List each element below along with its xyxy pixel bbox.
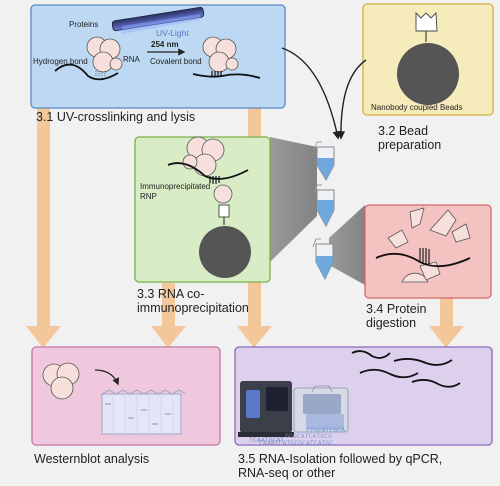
box-protein-digestion — [364, 204, 492, 299]
ip-rnp-annotation-line1: Immunoprecipitated — [140, 182, 211, 191]
proteins-annotation: Proteins — [69, 20, 99, 29]
tube-2 — [313, 184, 335, 228]
svg-text:GGGCATCATGCG: GGGCATCATGCG — [285, 432, 332, 440]
sequencing-machine — [238, 381, 294, 437]
digested-protein-fragments — [375, 207, 471, 283]
step-3-2-label-line1: 3.2 Bead — [378, 124, 429, 138]
step-3-3-label-line2: immunoprecipitation — [137, 301, 249, 315]
westernblot-illustration — [42, 362, 187, 435]
tube-3 — [312, 238, 334, 281]
ip-rnp-annotation-line2: RNP — [140, 192, 157, 201]
uv-light-annotation: UV-Light — [156, 28, 189, 38]
rnp-complex-before — [54, 36, 123, 81]
uv-lamp — [111, 6, 205, 34]
immunoprecipitated-rnp — [167, 136, 251, 278]
sequence-text-art: TCAATGCAT CAAATCATGCGCATCATGC GGGCATCATG… — [249, 426, 345, 447]
tube-1 — [313, 141, 335, 182]
wavelength-annotation: 254 nm — [151, 40, 179, 49]
covalent-bond-annotation: Covalent bond — [150, 57, 202, 66]
rnp-complex-after — [192, 36, 261, 79]
step-3-3-label-line1: 3.3 RNA co- — [137, 287, 205, 301]
nanobody-beads-annotation: Nanobody coupled Beads — [371, 103, 463, 112]
step-3-5-label-line1: 3.5 RNA-Isolation followed by qPCR, — [238, 452, 443, 466]
svg-text:CAAATCATGCGCATCATGC: CAAATCATGCGCATCATGC — [259, 439, 333, 447]
step-3-1-label: 3.1 UV-crosslinking and lysis — [36, 110, 196, 124]
step-3-2-label-line2: preparation — [378, 138, 442, 152]
tube-projection-ip — [270, 137, 317, 262]
arrow-beads-to-tubes — [336, 59, 367, 140]
step-3-5-label-line2: RNA-seq or other — [238, 466, 336, 480]
qpcr-machine — [293, 385, 349, 433]
nanobody-bead — [397, 11, 459, 105]
arrow-uv-to-tubes — [281, 47, 341, 140]
rna-annotation: RNA — [123, 55, 140, 64]
svg-text:TCAATGCAT: TCAATGCAT — [249, 436, 284, 444]
box-uv-crosslinking — [30, 4, 286, 109]
step-3-4-label-line1: 3.4 Protein — [366, 302, 427, 316]
step-3-4-label-line2: digestion — [366, 316, 417, 330]
tube-projection-digest — [329, 205, 365, 285]
rna-molecules — [351, 350, 461, 388]
svg-text:CTGCATCGCA: CTGCATCGCA — [306, 426, 345, 434]
westernblot-label: Westernblot analysis — [34, 452, 150, 466]
hydrogen-bond-annotation: Hydrogen bond — [33, 57, 88, 66]
